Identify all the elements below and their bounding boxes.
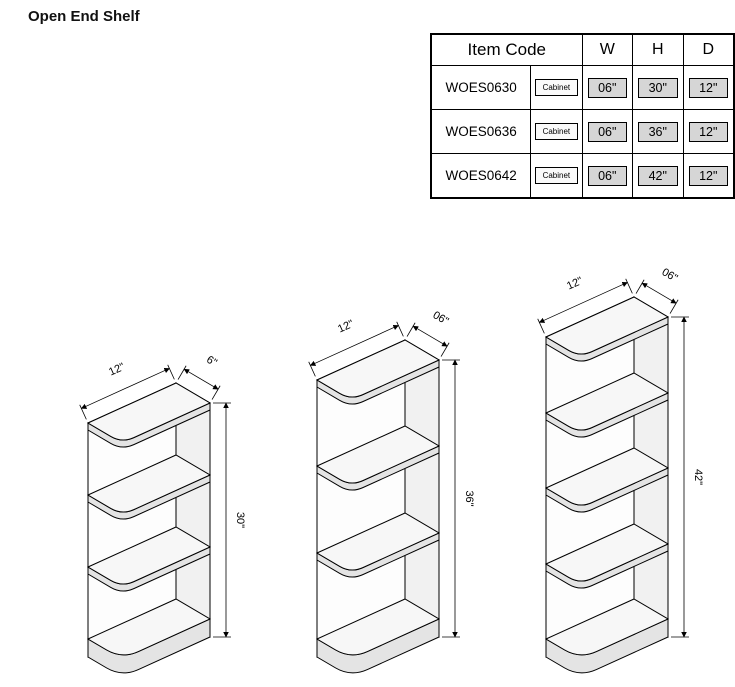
col-header-item-code: Item Code bbox=[430, 33, 583, 66]
shelf-top bbox=[86, 526, 212, 585]
extension-line bbox=[177, 365, 187, 380]
extension-line bbox=[79, 404, 87, 420]
shelf-diagram-36: 12" 06" 36" bbox=[287, 306, 492, 677]
item-code: WOES0636 bbox=[430, 109, 532, 154]
width-dimension-label: 06" bbox=[431, 309, 451, 328]
table-row: WOES0642 Cabinet 06" 42" 12" bbox=[430, 153, 735, 199]
item-type-badge: Cabinet bbox=[535, 167, 578, 184]
shelf-top bbox=[315, 598, 441, 656]
width-dimension-line bbox=[183, 368, 219, 390]
spec-table: Item Code W H D WOES0630 Cabinet 06" 30"… bbox=[430, 33, 735, 199]
shelf-diagram-42: 12" 06" 42" bbox=[516, 263, 721, 677]
shelf-diagram-30: 12" 6" 30" bbox=[58, 349, 263, 677]
width-dimension-label: 06" bbox=[660, 266, 680, 285]
width-dimension-label: 6" bbox=[204, 354, 219, 369]
extension-line bbox=[440, 342, 450, 357]
end-panel bbox=[404, 339, 440, 638]
item-height-value: 36" bbox=[638, 121, 678, 142]
extension-line bbox=[635, 279, 645, 294]
extension-line bbox=[537, 318, 545, 334]
diagram-area: 12" 6" 30" 12" 06" 36" 12" 06" 42" bbox=[58, 263, 721, 677]
item-width-value: 06" bbox=[587, 165, 628, 186]
item-width-value: 06" bbox=[587, 121, 628, 142]
table-row: WOES0630 Cabinet 06" 30" 12" bbox=[430, 65, 735, 110]
item-depth-value: 12" bbox=[688, 121, 728, 142]
extension-line bbox=[396, 321, 404, 337]
page-title: Open End Shelf bbox=[28, 8, 140, 25]
width-dimension-line bbox=[412, 325, 448, 347]
open-end-shelf-30-diagram: 12" 6" 30" bbox=[79, 354, 246, 674]
item-code: WOES0642 bbox=[430, 153, 532, 199]
shelf-top bbox=[86, 454, 212, 513]
depth-dimension-label: 12" bbox=[565, 275, 585, 293]
item-code: WOES0630 bbox=[430, 65, 532, 110]
table-header-row: Item Code W H D bbox=[430, 33, 735, 66]
shelf-top bbox=[86, 598, 212, 656]
depth-dimension-line bbox=[538, 281, 628, 323]
extension-line bbox=[625, 278, 633, 294]
shelf-top bbox=[544, 523, 670, 582]
item-height-value: 30" bbox=[638, 77, 678, 98]
table-row: WOES0636 Cabinet 06" 36" 12" bbox=[430, 109, 735, 154]
shelf-top bbox=[86, 382, 212, 441]
item-depth-value: 12" bbox=[688, 165, 728, 186]
item-height-value: 42" bbox=[638, 165, 678, 186]
item-depth-value: 12" bbox=[688, 77, 728, 98]
height-dimension-label: 30" bbox=[234, 512, 246, 528]
col-header-h: H bbox=[632, 33, 684, 66]
width-dimension-line bbox=[641, 282, 677, 304]
shelf-top bbox=[544, 598, 670, 656]
item-width-value: 06" bbox=[587, 77, 628, 98]
shelf-top bbox=[544, 447, 670, 506]
height-dimension-label: 36" bbox=[463, 490, 475, 506]
depth-dimension-line bbox=[309, 324, 399, 366]
depth-dimension-line bbox=[80, 367, 170, 409]
open-end-shelf-36-diagram: 12" 06" 36" bbox=[308, 309, 475, 674]
item-type-badge: Cabinet bbox=[535, 79, 578, 96]
extension-line bbox=[669, 299, 679, 314]
shelf-top bbox=[544, 372, 670, 431]
height-dimension-label: 42" bbox=[692, 469, 704, 485]
shelf-top bbox=[315, 425, 441, 484]
open-end-shelf-42-diagram: 12" 06" 42" bbox=[537, 266, 704, 674]
extension-line bbox=[211, 385, 221, 400]
extension-line bbox=[308, 361, 316, 377]
col-header-w: W bbox=[581, 33, 634, 66]
extension-line bbox=[167, 364, 175, 380]
depth-dimension-label: 12" bbox=[107, 361, 127, 379]
item-type-badge: Cabinet bbox=[535, 123, 578, 140]
shelf-top bbox=[315, 512, 441, 571]
col-header-d: D bbox=[682, 33, 735, 66]
depth-dimension-label: 12" bbox=[336, 318, 356, 336]
shelf-top bbox=[544, 296, 670, 355]
extension-line bbox=[406, 322, 416, 337]
shelf-top bbox=[315, 339, 441, 398]
